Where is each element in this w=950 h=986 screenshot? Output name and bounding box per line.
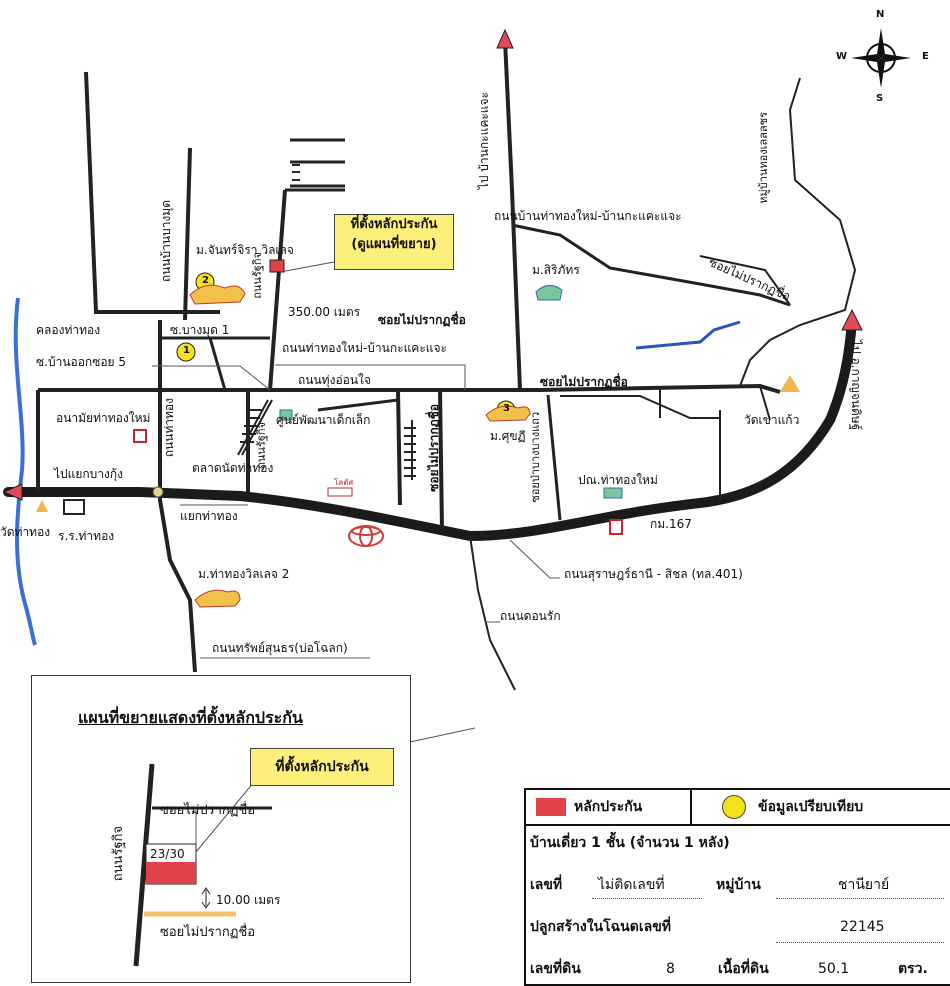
legend-land-no-label: เลขที่ดิน	[530, 961, 581, 977]
soi-small-1	[208, 337, 227, 391]
inset-plot-no: 23/30	[150, 847, 185, 861]
collateral-callout: ที่ตั้งหลักประกัน (ดูแผนที่ขยาย)	[334, 214, 454, 270]
legend-deed-value: 22145	[840, 919, 885, 935]
label-road-kaejae-top: ถนนบ้านท่าทองใหม่-บ้านกะแคะแจะ	[494, 209, 682, 223]
arrow-west	[2, 483, 23, 501]
highway-401	[3, 315, 857, 542]
inset-soi-top: ซอยไม่ปรากฏชื่อ	[160, 803, 256, 818]
label-to-kaejae: ไป บ้านกะแคะแจะ	[477, 92, 491, 190]
inset-soi-bottom: ซอยไม่ปรากฏชื่อ	[160, 925, 256, 940]
compass-icon	[851, 28, 911, 88]
road-thung-on-jai	[38, 383, 781, 394]
label-soi-mid: ซอยไม่ปรากฏชื่อ	[378, 313, 466, 327]
marker-2-label: 2	[202, 275, 209, 286]
label-road-bangmud: ถนนบ้านบางมุด	[159, 200, 173, 283]
compass-s: S	[876, 93, 884, 104]
label-road-kaejae-mid: ถนนท่าทองใหม่-บ้านกะแคะแจะ	[282, 341, 447, 355]
label-soi-vertical: ซอยไม่ปรากฏชื่อ	[427, 404, 441, 492]
label-klong-thathong: คลองท่าทอง	[36, 323, 101, 337]
river	[13, 297, 37, 646]
label-dist-350: 350.00 เมตร	[288, 305, 361, 319]
legend-table: หลักประกัน ข้อมูลเปรียบเทียบ บ้านเดี่ยว …	[524, 788, 950, 986]
arrow-north	[496, 28, 514, 49]
label-to-bang-kung: ไปแยกบางกุ้ง	[54, 467, 124, 481]
inset-callout: ที่ตั้งหลักประกัน	[250, 748, 394, 786]
label-road-sap-sunthon: ถนนทรัพย์สุนธร(บ่อโฉลก)	[212, 641, 348, 655]
road-tha-thong	[158, 320, 197, 673]
village-icons	[189, 284, 563, 608]
label-wat-khao-kaew: วัดเขาแก้ว	[744, 413, 800, 427]
label-village-right: หมู่บ้านทองเลลลชร	[757, 112, 770, 204]
label-m-chanjira: ม.จันทร์จิรา วิลเลจ	[196, 243, 294, 257]
label-lotus: โลตัส	[334, 478, 354, 487]
label-road-thathong: ถนนท่าทอง	[162, 398, 176, 458]
label-m-siriphat: ม.สิริภัทร	[532, 263, 580, 277]
arrow-northeast	[841, 308, 863, 331]
legend-area-value: 50.1	[818, 961, 850, 977]
road-kaejae-branch	[511, 223, 791, 307]
legend-comparable: ข้อมูลเปรียบเทียบ	[758, 799, 864, 815]
label-road-ratkit: ถนนรัฐกิจ	[251, 252, 264, 299]
label-thung-on-jai: ถนนทุ่งอ่อนใจ	[298, 373, 371, 387]
road-to-kaejae	[503, 39, 522, 391]
label-post-office: ปณ.ท่าทองใหม่	[578, 473, 658, 487]
label-soi-r2: ซอยไม่ปรากฏชื่อ	[540, 375, 628, 389]
label-road-don-rak: ถนนดอนรัก	[500, 609, 561, 623]
label-m-sukhothai: ม.ศุขฏี	[490, 429, 526, 443]
legend-land-no-value: 8	[666, 961, 675, 977]
label-soi-ban-ok5: ซ.บ้านออกซอย 5	[36, 355, 127, 369]
marker-1-label: 1	[183, 345, 190, 356]
inset-distance: 10.00 เมตร	[216, 893, 281, 907]
label-km167: กม.167	[650, 517, 692, 531]
label-yaek-thathong: แยกท่าทอง	[180, 509, 238, 523]
legend-village-value: ชานียาย์	[838, 877, 890, 893]
canal	[635, 320, 741, 350]
legend-house-no-label: เลขที่	[530, 877, 563, 893]
collateral-callout-sub: (ดูแผนที่ขยาย)	[351, 236, 437, 252]
legend-area-unit: ตรว.	[898, 961, 928, 977]
road-bangmud	[84, 71, 220, 314]
legend-area-label: เนื้อที่ดิน	[718, 961, 769, 977]
inset-title: แผนที่ขยายแสดงที่ตั้งหลักประกัน	[78, 708, 303, 727]
road-upper-left-2	[183, 147, 192, 321]
legend-collateral: หลักประกัน	[574, 799, 643, 815]
label-road-surat-sichon: ถนนสุราษฎร์ธานี - สิชล (ทล.401)	[564, 567, 743, 581]
legend-house-no-value: ไม่ติดเลขที่	[598, 877, 665, 893]
road-ratkit	[268, 189, 287, 391]
road-don-rak	[469, 535, 516, 691]
inset-map: แผนที่ขยายแสดงที่ตั้งหลักประกัน ที่ตั้งห…	[31, 675, 411, 983]
label-child-center: ศูนย์พัฒนาเด็กเล็ก	[276, 413, 371, 427]
legend-row-symbols: หลักประกัน ข้อมูลเปรียบเทียบ	[526, 790, 950, 826]
marker-3-label: 3	[503, 403, 510, 414]
collateral-swatch-icon	[536, 798, 566, 816]
label-health-center: อนามัยท่าทองใหม่	[56, 411, 151, 425]
collateral-callout-title: ที่ตั้งหลักประกัน	[350, 217, 438, 232]
label-m-thathong-village2: ม.ท่าทองวิลเลจ 2	[198, 567, 290, 581]
compass-w: W	[836, 51, 848, 62]
label-soi-bangmud1: ซ.บางมุด 1	[170, 323, 230, 337]
legend-village-label: หมู่บ้าน	[716, 877, 761, 893]
label-soi-na-thung: ซอยป่าบางบางแถว	[529, 412, 542, 503]
toyota-logo	[348, 525, 384, 547]
comparable-dot-icon	[722, 795, 746, 819]
compass-e: E	[922, 51, 929, 62]
legend-deed-label: ปลูกสร้างในโฉนดเลขที่	[530, 919, 671, 935]
inset-map-graphic	[133, 763, 272, 967]
inset-road-ratkit: ถนนรัฐกิจ	[111, 826, 126, 882]
label-to-kanchanadit: ไป อ.กาญจนดิษฐ์	[849, 340, 863, 431]
label-school: ร.ร.ท่าทอง	[58, 529, 115, 543]
compass-rose: N S W E	[836, 8, 936, 104]
label-wat-thathong: วัดท่าทอง	[0, 525, 51, 539]
compass-n: N	[876, 9, 885, 20]
temple-icons	[36, 375, 800, 512]
legend-building: บ้านเดี่ยว 1 ชั้น (จำนวน 1 หลัง)	[530, 835, 730, 851]
label-market: ตลาดนัดท่าทอง	[192, 461, 274, 475]
road-northeast	[739, 77, 857, 387]
collateral-marker	[269, 259, 285, 273]
